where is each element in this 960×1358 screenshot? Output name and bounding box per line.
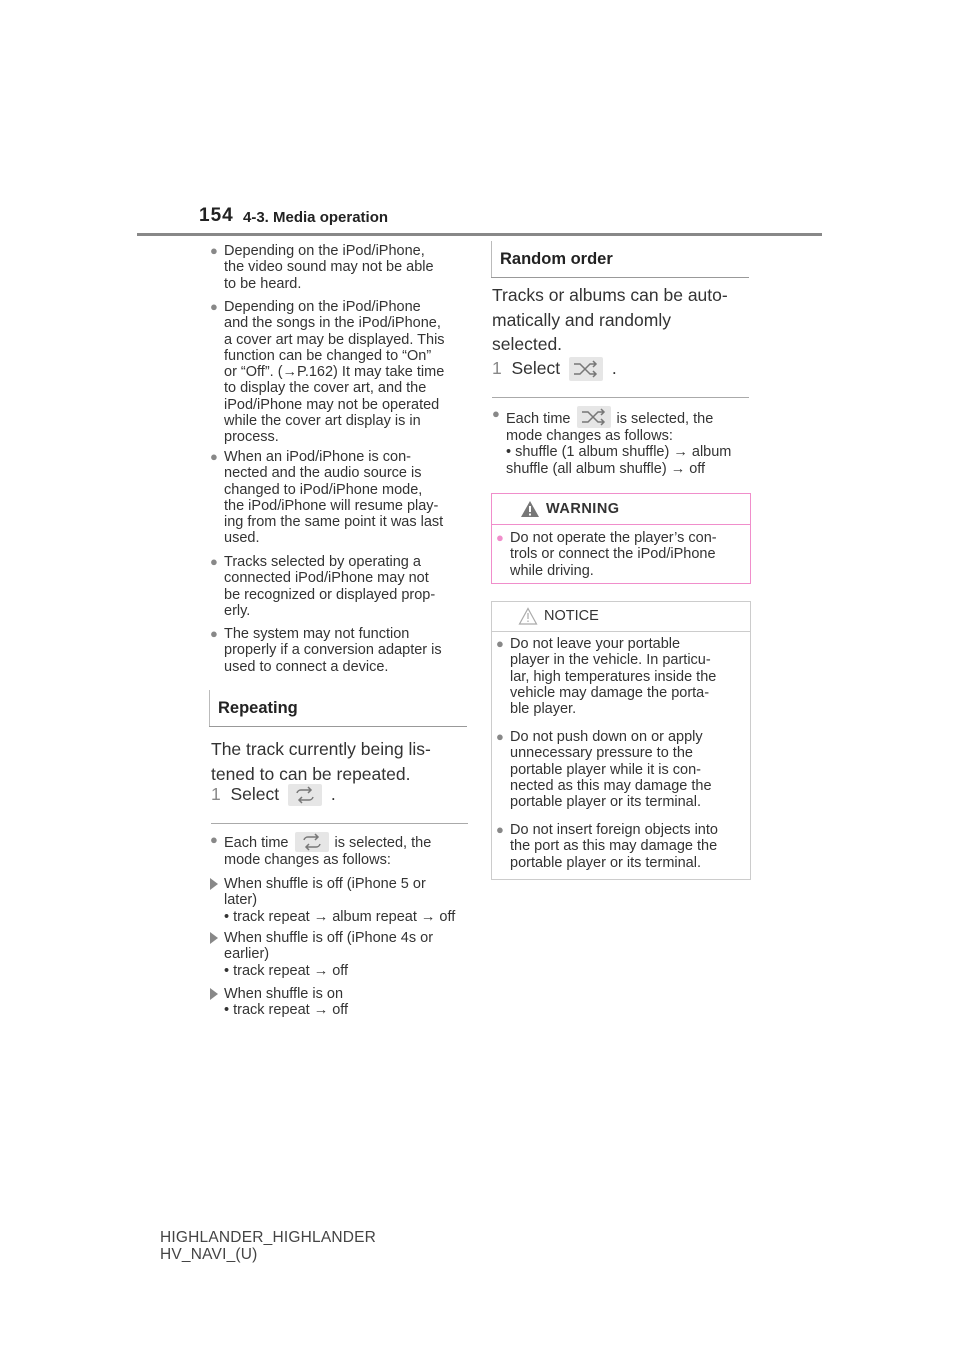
arrow-icon bbox=[210, 878, 218, 890]
case-item: When shuffle is off (iPhone 5 or later) … bbox=[210, 876, 474, 925]
notice-text: Do not leave your portable player in the… bbox=[510, 636, 717, 718]
bullet-text: Depending on the iPod/iPhone and the son… bbox=[224, 299, 445, 446]
note-post: is selected, the bbox=[616, 411, 714, 427]
bullet-icon: ● bbox=[210, 299, 218, 314]
bullet-text: When an iPod/iPhone is con- nected and t… bbox=[224, 449, 444, 547]
note-line2: mode changes as follows: bbox=[224, 852, 391, 868]
warning-item: ● Do not operate the player’s con- trols… bbox=[496, 530, 746, 579]
repeating-step: 1 Select . bbox=[211, 782, 336, 807]
divider bbox=[492, 397, 749, 398]
repeat-note: ● Each time is selected, the mode change… bbox=[210, 832, 474, 868]
notice-item: ● Do not push down on or apply unnecessa… bbox=[496, 729, 748, 811]
case-text: When shuffle is off (iPhone 5 or later) … bbox=[224, 876, 456, 925]
section-underline bbox=[491, 277, 749, 278]
step-number: 1 bbox=[492, 358, 502, 378]
case-item: When shuffle is off (iPhone 4s or earlie… bbox=[210, 930, 474, 979]
note-post: is selected, the bbox=[334, 835, 432, 851]
footer-model: HIGHLANDER_HIGHLANDER HV_NAVI_(U) bbox=[160, 1229, 377, 1263]
repeating-section-header: Repeating bbox=[209, 690, 467, 727]
repeating-intro: The track currently being lis- tened to … bbox=[211, 739, 431, 784]
bullet-item: ● When an iPod/iPhone is con- nected and… bbox=[210, 449, 474, 547]
notice-item: ● Do not insert foreign objects into the… bbox=[496, 822, 748, 871]
notice-header: NOTICE bbox=[492, 602, 750, 632]
notice-text: Do not insert foreign objects into the p… bbox=[510, 822, 718, 871]
shuffle-icon bbox=[568, 357, 603, 382]
note-pre: Each time bbox=[224, 835, 289, 851]
bullet-icon: ● bbox=[496, 822, 504, 837]
bullet-icon: ● bbox=[210, 449, 218, 464]
bullet-icon: ● bbox=[210, 832, 218, 847]
step-end: . bbox=[330, 784, 336, 804]
notice-box: NOTICE ● Do not leave your portable play… bbox=[491, 601, 751, 880]
bullet-icon: ● bbox=[210, 243, 218, 258]
repeat-icon bbox=[287, 784, 322, 807]
note-pre: Each time bbox=[506, 411, 571, 427]
random-heading: Random order bbox=[491, 241, 749, 277]
bullet-text: The system may not function properly if … bbox=[224, 626, 442, 675]
step-text: Select bbox=[230, 784, 280, 804]
bullet-icon: ● bbox=[496, 729, 504, 744]
divider bbox=[211, 823, 468, 824]
warning-header: WARNING bbox=[492, 494, 750, 525]
random-intro: Tracks or albums can be auto- matically … bbox=[492, 285, 728, 354]
notice-title: NOTICE bbox=[544, 608, 599, 624]
bullet-item: ● Depending on the iPod/iPhone and the s… bbox=[210, 299, 474, 446]
step-text: Select bbox=[511, 358, 561, 378]
repeating-heading: Repeating bbox=[209, 690, 467, 726]
step-number: 1 bbox=[211, 784, 221, 804]
repeat-icon bbox=[294, 832, 329, 852]
bullet-item: ● Tracks selected by operating a connect… bbox=[210, 554, 474, 619]
warning-text: Do not operate the player’s con- trols o… bbox=[510, 530, 717, 579]
warning-box: WARNING ● Do not operate the player’s co… bbox=[491, 493, 751, 584]
random-section-header: Random order bbox=[491, 241, 749, 278]
notice-text: Do not push down on or apply unnecessary… bbox=[510, 729, 712, 811]
bullet-text: Tracks selected by operating a connected… bbox=[224, 554, 436, 619]
page-number: 154 bbox=[199, 205, 234, 226]
case-text: When shuffle is on • track repeat → off bbox=[224, 986, 349, 1019]
bullet-item: ● The system may not function properly i… bbox=[210, 626, 474, 675]
bullet-icon: ● bbox=[496, 530, 504, 545]
case-item: When shuffle is on • track repeat → off bbox=[210, 986, 474, 1019]
note-rest: mode changes as follows: • shuffle (1 al… bbox=[506, 428, 732, 477]
bullet-item: ● Depending on the iPod/iPhone, the vide… bbox=[210, 243, 474, 292]
step-end: . bbox=[611, 358, 617, 378]
section-title: 4-3. Media operation bbox=[243, 209, 389, 226]
bullet-icon: ● bbox=[210, 554, 218, 569]
warning-triangle-icon bbox=[520, 500, 540, 523]
bullet-icon: ● bbox=[496, 636, 504, 651]
random-step: 1 Select . bbox=[492, 356, 617, 382]
notice-triangle-icon bbox=[518, 607, 538, 630]
notice-item: ● Do not leave your portable player in t… bbox=[496, 636, 748, 718]
case-text: When shuffle is off (iPhone 4s or earlie… bbox=[224, 930, 434, 979]
bullet-icon: ● bbox=[210, 626, 218, 641]
arrow-icon bbox=[210, 988, 218, 1000]
random-note: ● Each time is selected, the mode change… bbox=[492, 406, 756, 477]
header-rule bbox=[137, 233, 822, 236]
bullet-icon: ● bbox=[492, 406, 500, 421]
shuffle-icon bbox=[576, 406, 611, 428]
bullet-text: Depending on the iPod/iPhone, the video … bbox=[224, 243, 434, 292]
section-underline bbox=[209, 726, 467, 727]
warning-title: WARNING bbox=[546, 501, 620, 517]
arrow-icon bbox=[210, 932, 218, 944]
